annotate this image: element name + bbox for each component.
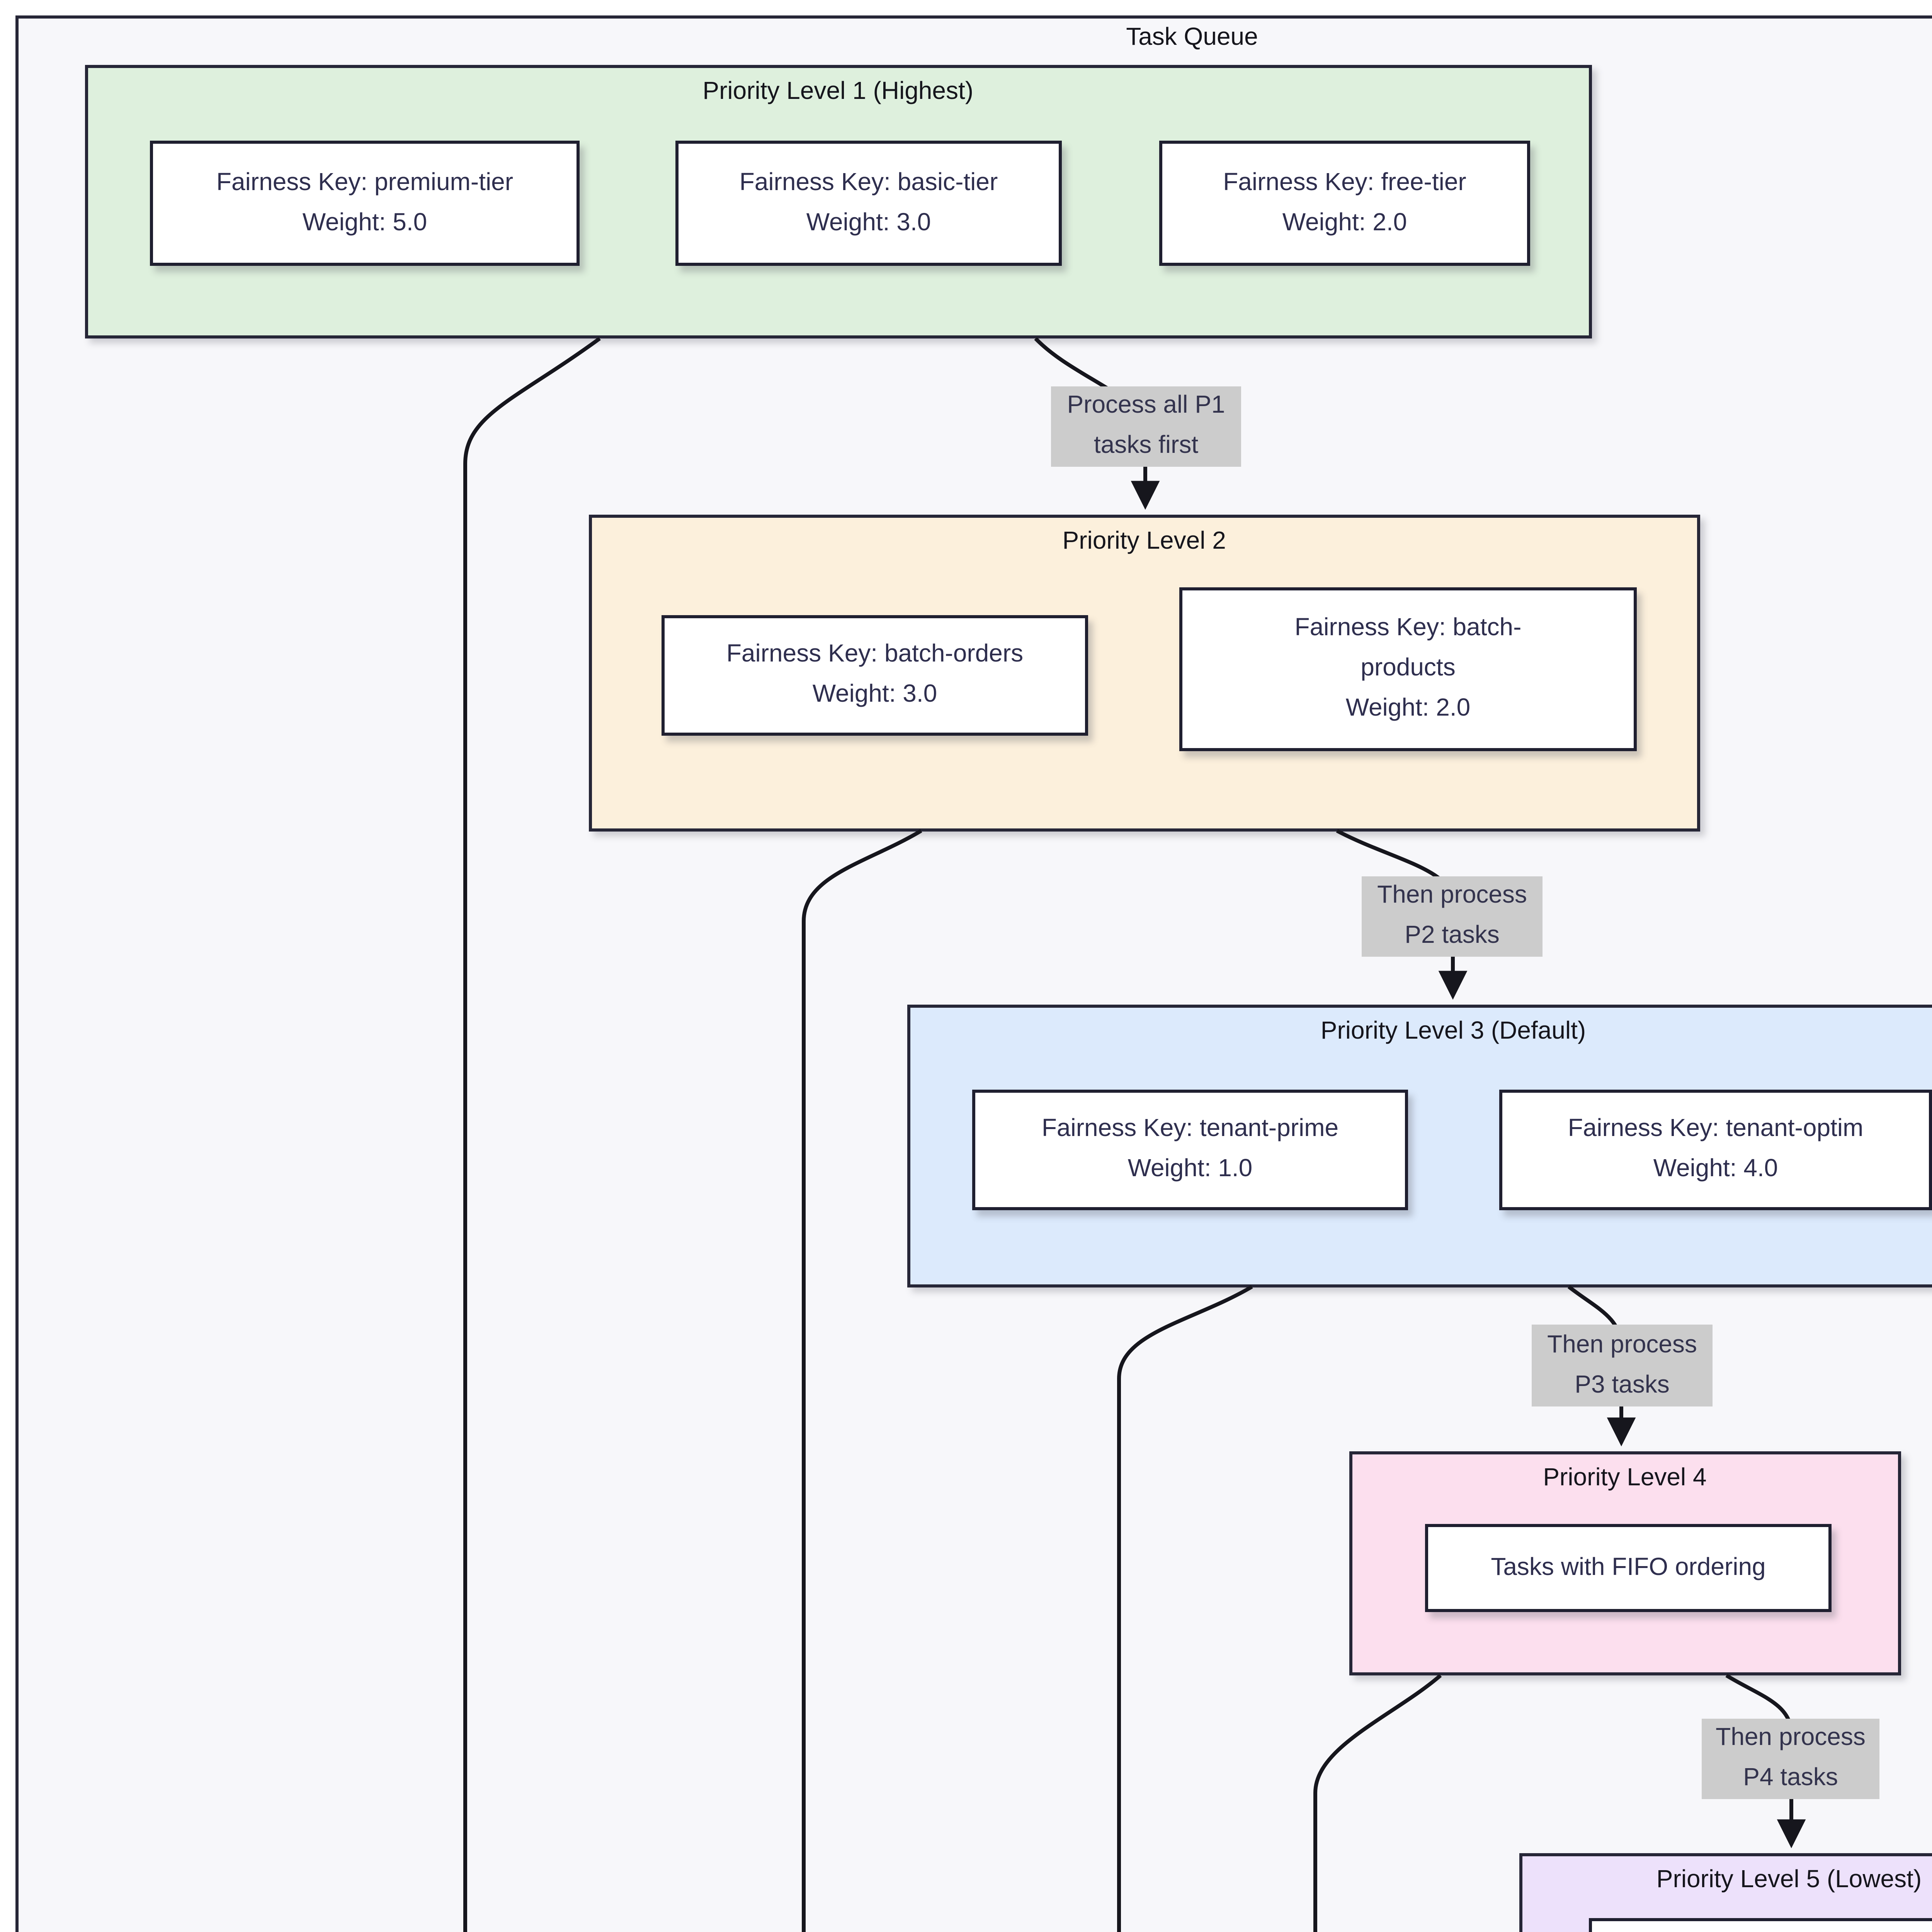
subgraph-priority-4-title: Priority Level 4: [1543, 1465, 1707, 1492]
subgraph-priority-5-title: Priority Level 5 (Lowest): [1656, 1867, 1922, 1893]
node-fifo-p5: Tasks with FIFO ordering: [1589, 1918, 1932, 1932]
edge-label-p4-p5: Then process P4 tasks: [1702, 1719, 1879, 1799]
edge-p3-workers: [1117, 1285, 1253, 1932]
node-tenant-prime: Fairness Key: tenant-prime Weight: 1.0: [972, 1090, 1408, 1210]
edge-label-p3-p4: Then process P3 tasks: [1532, 1325, 1713, 1406]
node-tenant-optim: Fairness Key: tenant-optim Weight: 4.0: [1499, 1090, 1932, 1210]
edge-label-p1-p2: Process all P1 tasks first: [1051, 386, 1241, 467]
node-free-tier: Fairness Key: free-tier Weight: 2.0: [1159, 141, 1530, 266]
edge-p2-workers: [802, 829, 922, 1932]
task-queue-title: Task Queue: [1126, 25, 1258, 51]
subgraph-priority-1-title: Priority Level 1 (Highest): [702, 78, 974, 105]
edge-label-p2-p3: Then process P2 tasks: [1362, 876, 1543, 957]
subgraph-priority-2-title: Priority Level 2: [1062, 529, 1226, 555]
node-premium-tier: Fairness Key: premium-tier Weight: 5.0: [150, 141, 580, 266]
node-batch-orders: Fairness Key: batch-orders Weight: 3.0: [662, 615, 1088, 736]
node-fifo-p4: Tasks with FIFO ordering: [1425, 1524, 1832, 1612]
node-batch-products: Fairness Key: batch- products Weight: 2.…: [1179, 587, 1637, 751]
edge-p4-workers: [1313, 1674, 1442, 1932]
node-basic-tier: Fairness Key: basic-tier Weight: 3.0: [675, 141, 1062, 266]
subgraph-priority-3-title: Priority Level 3 (Default): [1320, 1019, 1586, 1045]
edge-p1-workers: [463, 337, 601, 1932]
